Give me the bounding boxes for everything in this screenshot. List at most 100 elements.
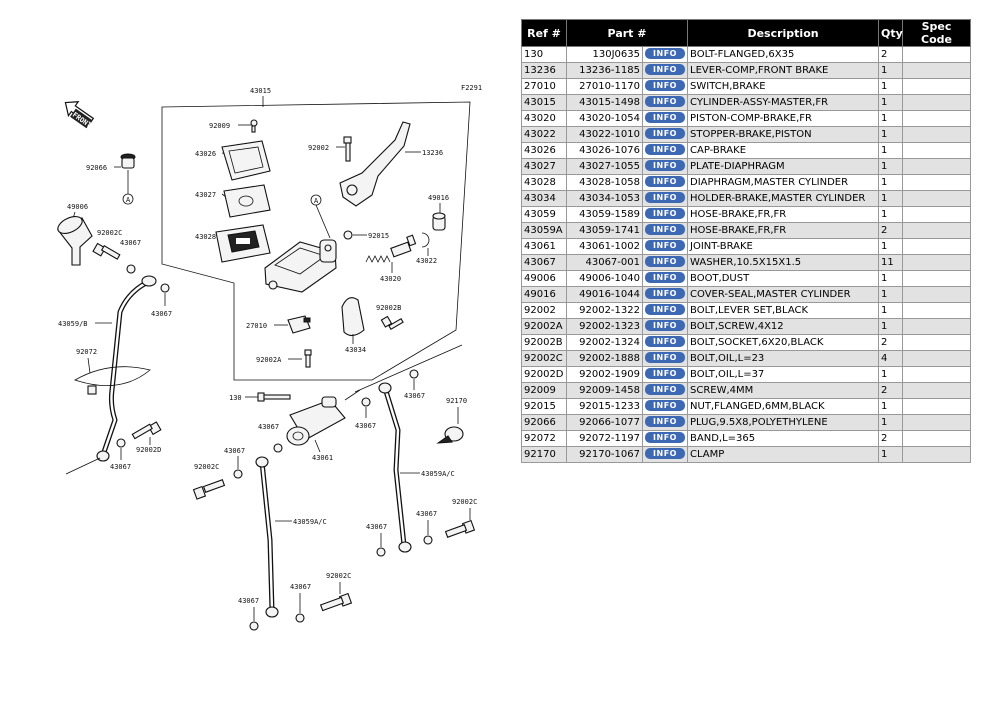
screw-92002a [304, 349, 312, 368]
stopper-ring [421, 232, 430, 248]
info-button[interactable]: INFO [645, 176, 685, 187]
callout-130: 130 [229, 394, 242, 402]
info-button[interactable]: INFO [645, 432, 685, 443]
cell-part-number: 130J0635 [566, 46, 643, 63]
cell-description: BOLT,OIL,L=23 [687, 350, 880, 367]
info-button[interactable]: INFO [645, 272, 685, 283]
col-header-description: Description [687, 19, 880, 47]
cell-qty: 1 [878, 142, 904, 159]
cell-info: INFO [641, 126, 689, 143]
cell-qty: 2 [878, 222, 904, 239]
info-button[interactable]: INFO [645, 208, 685, 219]
cell-info: INFO [641, 398, 689, 415]
info-button[interactable]: INFO [645, 288, 685, 299]
cell-description: CLAMP [687, 446, 880, 463]
cell-part-number: 49006-1040 [566, 270, 643, 287]
info-button[interactable]: INFO [645, 112, 685, 123]
cell-ref: 43067 [521, 254, 567, 271]
info-button[interactable]: INFO [645, 384, 685, 395]
cell-ref: 92002 [521, 302, 567, 319]
cell-description: CAP-BRAKE [687, 142, 880, 159]
info-button[interactable]: INFO [645, 368, 685, 379]
info-button[interactable]: INFO [645, 192, 685, 203]
cell-qty: 1 [878, 174, 904, 191]
cell-spec-code [902, 382, 972, 399]
info-button[interactable]: INFO [645, 64, 685, 75]
cell-part-number: 43015-1498 [566, 94, 643, 111]
cell-description: NUT,FLANGED,6MM,BLACK [687, 398, 880, 415]
info-button[interactable]: INFO [645, 416, 685, 427]
callout-43067-h: 43067 [366, 523, 387, 531]
cell-qty: 1 [878, 414, 904, 431]
cell-spec-code [902, 286, 972, 303]
info-button[interactable]: INFO [645, 224, 685, 235]
cell-info: INFO [641, 190, 689, 207]
cell-ref: 49016 [521, 286, 567, 303]
assembly-boundary [161, 101, 471, 381]
washer-g [233, 469, 243, 479]
callout-92072: 92072 [76, 348, 97, 356]
cell-ref: 43020 [521, 110, 567, 127]
cell-part-number: 92015-1233 [566, 398, 643, 415]
cell-description: STOPPER-BRAKE,PISTON [687, 126, 880, 143]
info-button[interactable]: INFO [645, 96, 685, 107]
cell-qty: 1 [878, 270, 904, 287]
callout-92170: 92170 [446, 397, 467, 405]
cell-info: INFO [641, 78, 689, 95]
cell-info: INFO [641, 222, 689, 239]
bolt-130 [257, 392, 291, 402]
cell-ref: 43015 [521, 94, 567, 111]
cell-info: INFO [641, 174, 689, 191]
cell-ref: 92066 [521, 414, 567, 431]
cell-ref: 43022 [521, 126, 567, 143]
info-button[interactable]: INFO [645, 240, 685, 251]
cell-description: BOOT,DUST [687, 270, 880, 287]
cell-info: INFO [641, 334, 689, 351]
info-button[interactable]: INFO [645, 352, 685, 363]
callout-43059ac-b: 43059A/C [421, 470, 455, 478]
callout-43034: 43034 [345, 346, 366, 354]
info-button[interactable]: INFO [645, 256, 685, 267]
cell-spec-code [902, 430, 972, 447]
info-button[interactable]: INFO [645, 320, 685, 331]
callout-43028: 43028 [195, 233, 216, 241]
info-button[interactable]: INFO [645, 160, 685, 171]
col-header-part: Part # [565, 19, 689, 47]
cell-part-number: 43028-1058 [566, 174, 643, 191]
callout-43020: 43020 [380, 275, 401, 283]
callout-43026: 43026 [195, 150, 216, 158]
washer-c [116, 438, 126, 448]
info-button[interactable]: INFO [645, 448, 685, 459]
washer-h [376, 547, 386, 557]
info-button[interactable]: INFO [645, 144, 685, 155]
cell-spec-code [902, 190, 972, 207]
cell-part-number: 43059-1589 [566, 206, 643, 223]
info-button[interactable]: INFO [645, 400, 685, 411]
info-button[interactable]: INFO [645, 80, 685, 91]
callout-13236: 13236 [422, 149, 443, 157]
callout-27010: 27010 [246, 322, 267, 330]
cell-spec-code [902, 302, 972, 319]
callout-43067-k: 43067 [238, 597, 259, 605]
screw-92009 [250, 119, 258, 133]
oil-bolt-92002d [131, 421, 162, 440]
callout-43067-g: 43067 [224, 447, 245, 455]
cell-qty: 1 [878, 78, 904, 95]
info-button[interactable]: INFO [645, 304, 685, 315]
callout-43059ac-a: 43059A/C [293, 518, 327, 526]
info-button[interactable]: INFO [645, 128, 685, 139]
col-header-ref: Ref # [521, 19, 567, 47]
front-arrow-icon: FRONT [64, 101, 95, 129]
cell-qty: 1 [878, 94, 904, 111]
info-button[interactable]: INFO [645, 48, 685, 59]
cell-description: HOSE-BRAKE,FR,FR [687, 206, 880, 223]
callout-92066: 92066 [86, 164, 107, 172]
plug-92066 [120, 153, 136, 169]
info-button[interactable]: INFO [645, 336, 685, 347]
cell-qty: 1 [878, 206, 904, 223]
cell-info: INFO [641, 110, 689, 127]
cell-part-number: 92002-1909 [566, 366, 643, 383]
